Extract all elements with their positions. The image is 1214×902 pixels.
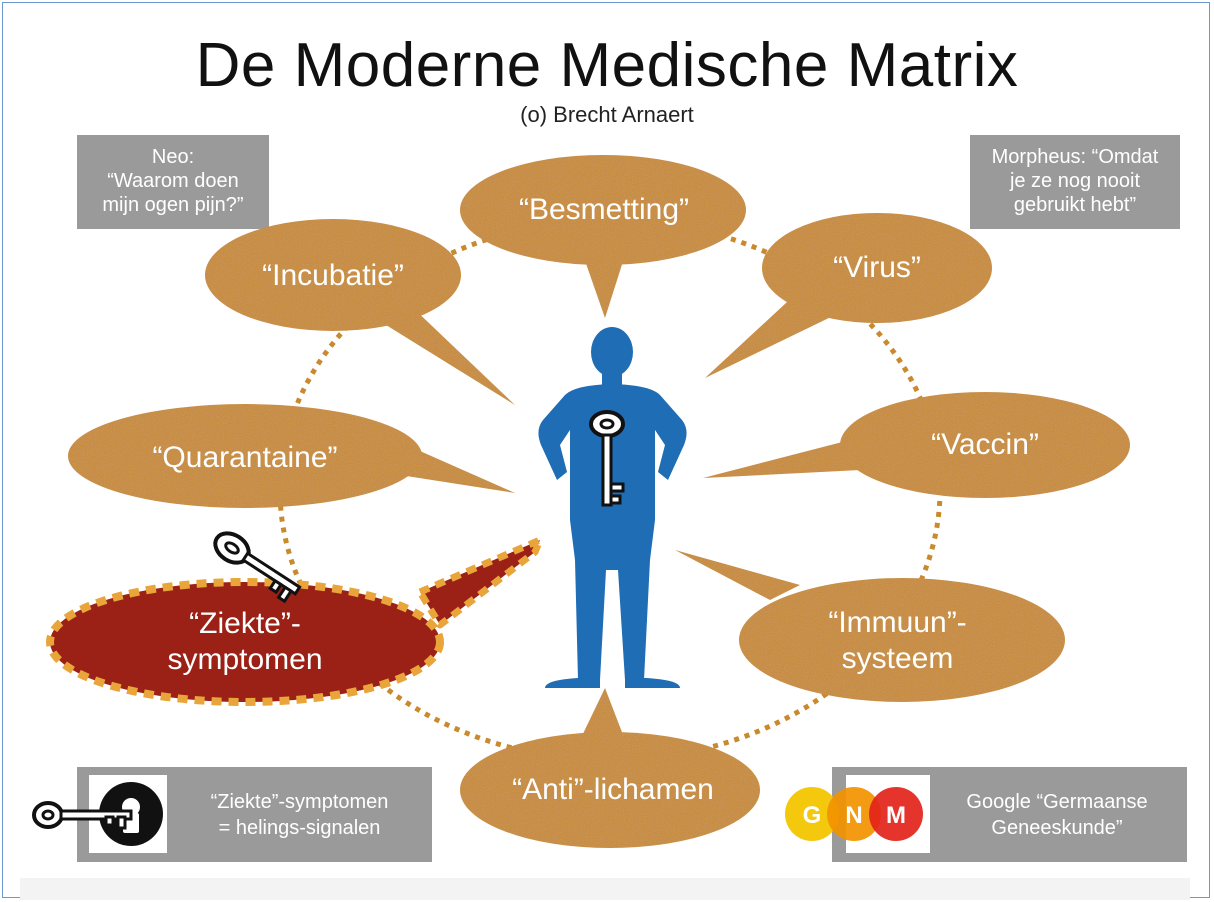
- morpheus-quote-line: gebruikt hebt”: [1013, 194, 1137, 216]
- bubble-label-virus: “Virus”: [833, 251, 921, 284]
- bubble-label-line: systeem: [841, 642, 954, 675]
- bubble-ziekte-symptomen: [46, 536, 544, 706]
- key-icon: [213, 531, 302, 604]
- bubble-quarantaine: [68, 404, 515, 508]
- bubble-label-immuun: “Immuun”- systeem: [790, 605, 1005, 677]
- morpheus-quote-box: Morpheus: “Omdat je ze nog nooit gebruik…: [970, 135, 1180, 229]
- bubble-label-line: symptomen: [167, 643, 323, 676]
- page-subtitle: (o) Brecht Arnaert: [520, 102, 694, 127]
- bubble-anti-lichamen: [460, 688, 760, 848]
- bubble-label-vaccin: “Vaccin”: [931, 428, 1039, 461]
- bubble-label-anti-lichamen: “Anti”-lichamen: [512, 773, 714, 806]
- neo-quote-box: Neo: “Waarom doen mijn ogen pijn?”: [77, 135, 269, 229]
- neo-quote-line: “Waarom doen: [107, 170, 239, 192]
- morpheus-quote-line: je ze nog nooit: [1009, 170, 1141, 192]
- gnm-logo-icon: G N M: [785, 787, 923, 841]
- bubble-virus: [705, 213, 992, 378]
- bubble-label-line: “Ziekte”-: [189, 607, 301, 640]
- gnm-logo-m: M: [886, 802, 906, 829]
- symptoms-signals-line: = helings-signalen: [218, 817, 381, 839]
- key-icon: [589, 410, 625, 507]
- morpheus-quote-line: Morpheus: “Omdat: [991, 146, 1159, 168]
- bubble-label-quarantaine: “Quarantaine”: [152, 441, 338, 474]
- symptoms-signals-text: “Ziekte”-symptomen = helings-signalen: [177, 789, 422, 841]
- google-gnm-line: Geneeskunde”: [991, 817, 1123, 839]
- google-gnm-line: Google “Germaanse: [966, 791, 1148, 813]
- symptoms-signals-line: “Ziekte”-symptomen: [210, 791, 389, 813]
- bubble-incubatie: [205, 219, 515, 405]
- bubble-besmetting: [460, 155, 746, 318]
- key-icon: [32, 801, 133, 830]
- footer-strip: [20, 878, 1190, 900]
- gnm-logo-n: N: [845, 802, 862, 829]
- google-gnm-text: Google “Germaanse Geneeskunde”: [932, 789, 1182, 841]
- bubble-label-ziekte-symptomen: “Ziekte”- symptomen: [130, 606, 360, 678]
- neo-quote-line: Neo:: [151, 146, 195, 168]
- symptoms-signals-box: “Ziekte”-symptomen = helings-signalen: [77, 767, 432, 862]
- gnm-logo-g: G: [803, 802, 822, 829]
- bubble-vaccin: [703, 392, 1130, 498]
- page-title: De Moderne Medische Matrix: [195, 31, 1019, 100]
- bubble-label-line: “Immuun”-: [828, 606, 967, 639]
- person-silhouette-icon: [538, 327, 687, 688]
- bubble-label-besmetting: “Besmetting”: [518, 193, 690, 226]
- bubble-immuun: [675, 550, 1065, 702]
- bubble-label-incubatie: “Incubatie”: [262, 259, 404, 292]
- neo-quote-line: mijn ogen pijn?”: [102, 194, 244, 216]
